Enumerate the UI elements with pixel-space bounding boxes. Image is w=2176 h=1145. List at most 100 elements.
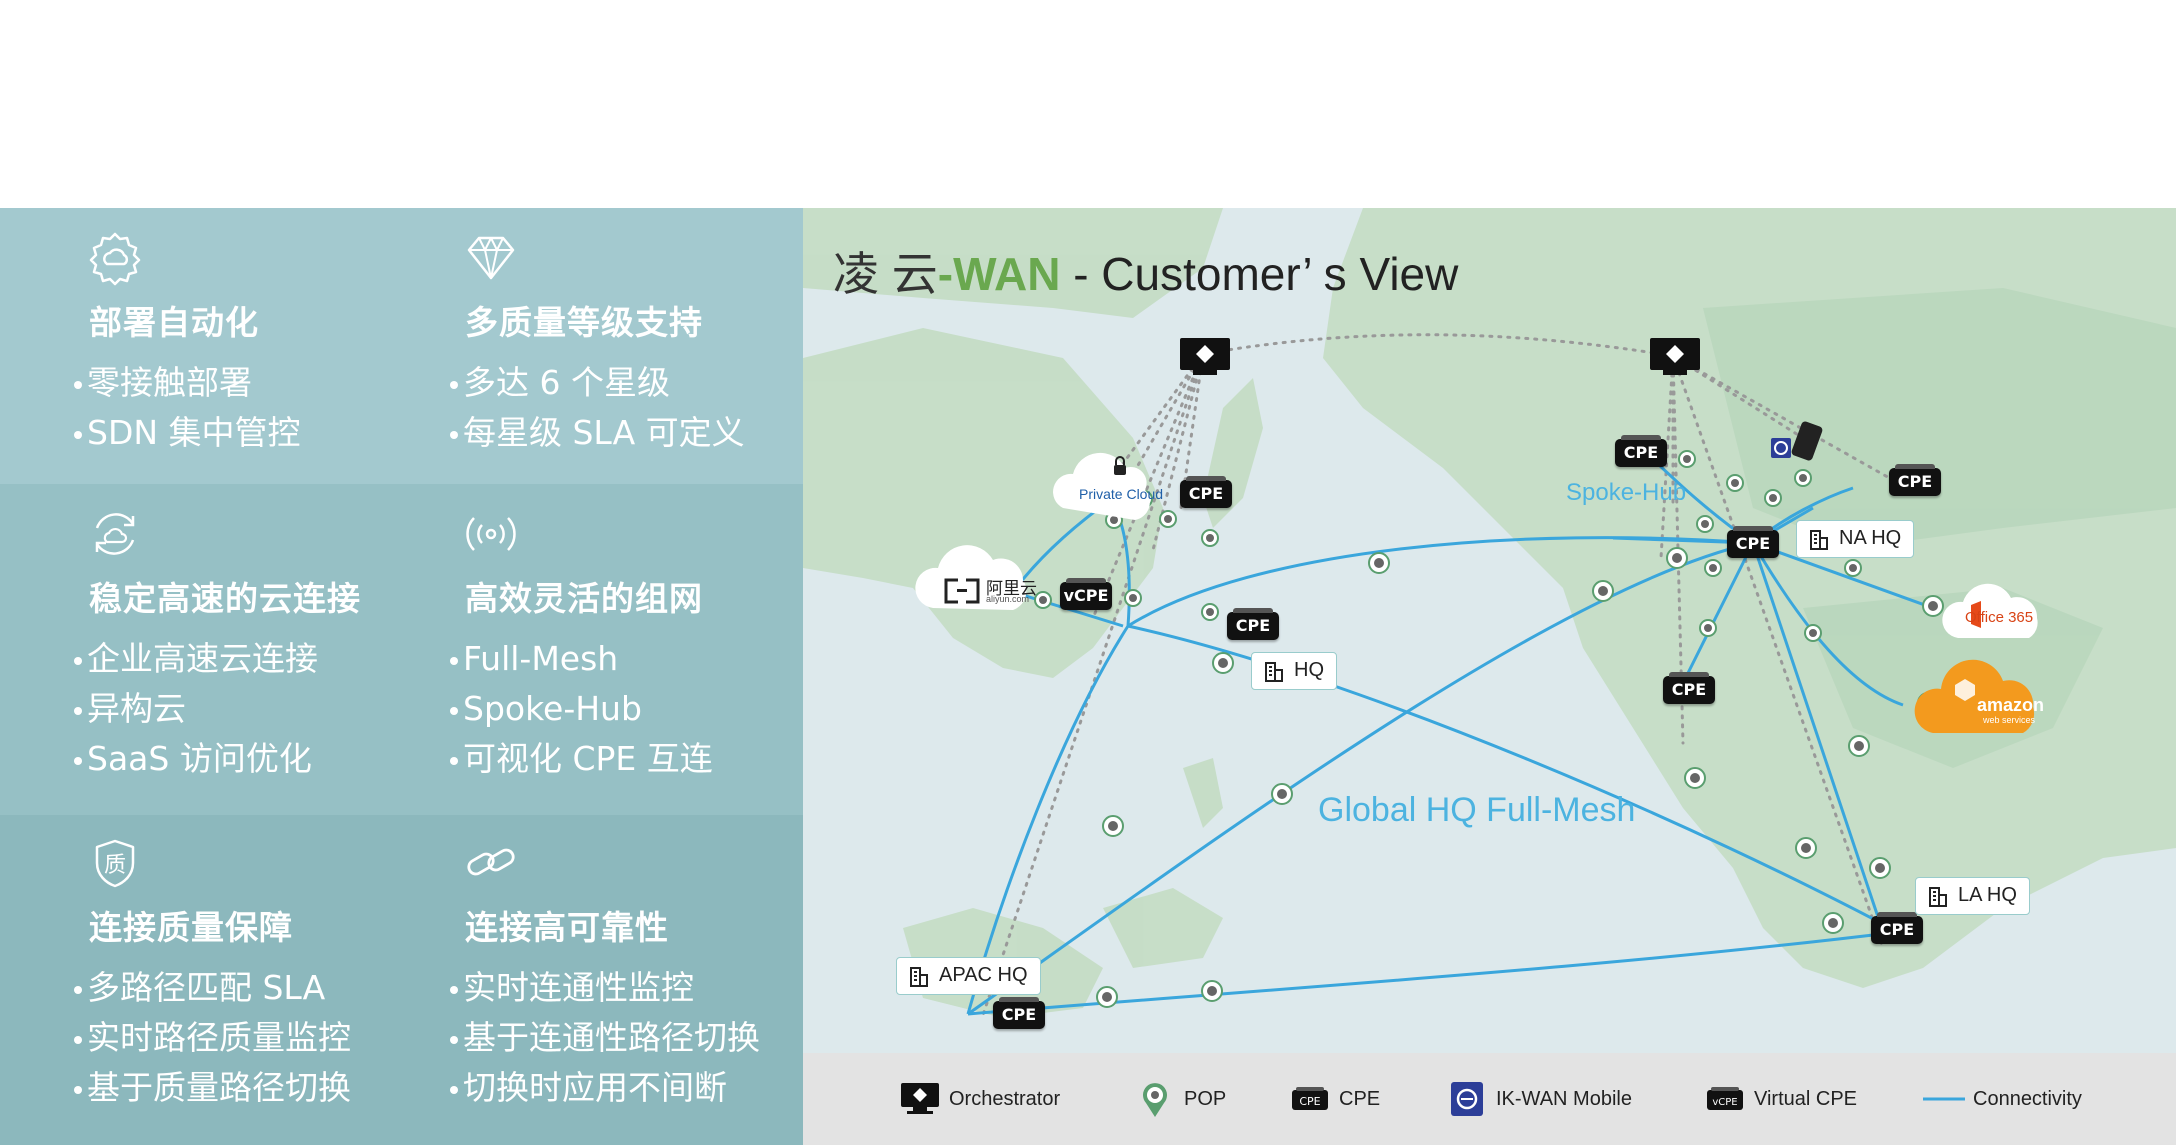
feature-bullet: SaaS 访问优化 bbox=[53, 734, 361, 784]
cpe-node[interactable]: CPE bbox=[1180, 476, 1232, 508]
la-hq-tag: LA HQ bbox=[1915, 877, 2030, 915]
cpe-node[interactable]: CPE bbox=[993, 997, 1045, 1029]
feature-bullet: Spoke-Hub bbox=[429, 684, 713, 734]
hq-tag: HQ bbox=[1251, 652, 1337, 690]
na-hq-tag: NA HQ bbox=[1796, 520, 1915, 558]
legend-cpe-label: CPE bbox=[1339, 1087, 1381, 1110]
legend-connectivity: Connectivity bbox=[1923, 1079, 2082, 1119]
legend-pop-label: POP bbox=[1184, 1087, 1227, 1110]
legend-vcpe-label: Virtual CPE bbox=[1754, 1087, 1858, 1110]
map-title-wan: -WAN bbox=[937, 248, 1061, 300]
office365-label: Office 365 bbox=[1965, 609, 2034, 626]
na-hq-tag-label: NA HQ bbox=[1839, 527, 1902, 549]
cloud-sync-icon bbox=[95, 513, 135, 555]
feature-bullets: 多达 6 个星级 每星级 SLA 可定义 bbox=[449, 358, 745, 458]
ikwan-mobile-device bbox=[1771, 421, 1823, 461]
aliyun-sub-label: aliyun.com bbox=[986, 594, 1030, 604]
private-cloud-label: Private Cloud bbox=[1079, 486, 1164, 502]
cpe-node[interactable]: CPE bbox=[1227, 608, 1279, 640]
gear-cloud-icon bbox=[89, 232, 141, 286]
aws-bubble bbox=[1914, 659, 2035, 733]
feature-panel: 部署自动化 零接触部署 SDN 集中管控 多质量等级支持 多达 6 个星级 每星… bbox=[0, 208, 803, 1145]
feature-title: 连接高可靠性 bbox=[465, 908, 669, 947]
feature-bullets: 零接触部署 SDN 集中管控 bbox=[73, 358, 301, 458]
feature-title: 部署自动化 bbox=[89, 303, 259, 342]
spoke-hub-label: Spoke-Hub bbox=[1566, 479, 1687, 506]
broadcast-icon bbox=[466, 517, 516, 551]
link-icon bbox=[467, 848, 515, 876]
apac-hq-tag-label: APAC HQ bbox=[939, 964, 1028, 986]
building-icon bbox=[1929, 887, 1947, 907]
feature-title: 多质量等级支持 bbox=[465, 303, 703, 342]
pop-icon bbox=[1143, 1083, 1167, 1117]
cpe-node[interactable]: CPE bbox=[1663, 672, 1715, 704]
feature-band-2 bbox=[0, 484, 803, 815]
legend-orchestrator-label: Orchestrator bbox=[949, 1087, 1061, 1110]
full-mesh-label: Global HQ Full-Mesh bbox=[1318, 791, 1636, 829]
office365-bubble bbox=[1942, 583, 2038, 638]
map-title-brand: 凌 云 bbox=[833, 248, 938, 300]
feature-deploy: 部署自动化 零接触部署 SDN 集中管控 bbox=[73, 230, 301, 458]
legend-bar: Orchestrator POP CPE CPE IK-WA bbox=[803, 1053, 2176, 1145]
cpe-node[interactable]: CPE bbox=[1615, 435, 1667, 467]
aliyun-bubble bbox=[915, 545, 1027, 610]
orchestrator-node bbox=[1650, 338, 1700, 375]
vcpe-node[interactable]: vCPE bbox=[1060, 578, 1112, 610]
feature-bullet: 企业高速云连接 bbox=[53, 634, 361, 684]
feature-band-3 bbox=[0, 815, 803, 1145]
svg-text:CPE: CPE bbox=[1299, 1095, 1320, 1108]
amazon-label: amazon bbox=[1977, 695, 2045, 715]
aliyun-label: 阿里云 bbox=[986, 579, 1037, 598]
map-title: 凌 云-WAN - Customer’ s View bbox=[833, 238, 1458, 304]
orchestrator-node bbox=[1180, 338, 1230, 375]
cpe-node[interactable]: CPE bbox=[1889, 464, 1941, 496]
map-title-view: - Customer’ s View bbox=[1060, 248, 1459, 300]
feature-bullet: 可视化 CPE 互连 bbox=[429, 734, 713, 784]
legend-vcpe: vCPE Virtual CPE bbox=[1704, 1079, 1857, 1119]
legend-mobile-label: IK-WAN Mobile bbox=[1496, 1087, 1632, 1110]
cpe-node[interactable]: CPE bbox=[1871, 912, 1923, 944]
svg-text:质: 质 bbox=[104, 853, 126, 878]
feature-bullet: Full-Mesh bbox=[429, 634, 713, 684]
legend-pop: POP bbox=[1134, 1079, 1226, 1119]
svg-text:vCPE: vCPE bbox=[1712, 1097, 1737, 1108]
feature-bullet: 每星级 SLA 可定义 bbox=[429, 408, 745, 458]
legend-orchestrator: Orchestrator bbox=[899, 1079, 1060, 1119]
feature-bullets: 实时连通性监控 基于连通性路径切换 切换时应用不间断 bbox=[450, 963, 760, 1113]
building-icon bbox=[1265, 662, 1283, 682]
private-cloud-bubble bbox=[1053, 452, 1150, 520]
feature-quality-level: 多质量等级支持 多达 6 个星级 每星级 SLA 可定义 bbox=[449, 230, 745, 458]
amazon-sub-label: web services bbox=[1983, 715, 2036, 725]
feature-bullets: 企业高速云连接 异构云 SaaS 访问优化 bbox=[74, 634, 361, 784]
apac-hq-tag: APAC HQ bbox=[896, 957, 1041, 995]
feature-bullet: 零接触部署 bbox=[53, 358, 301, 408]
legend-connectivity-label: Connectivity bbox=[1973, 1087, 2082, 1110]
vcpe-icon: vCPE bbox=[1707, 1087, 1743, 1110]
feature-bullet: 切换时应用不间断 bbox=[429, 1063, 760, 1113]
legend-mobile: IK-WAN Mobile bbox=[1446, 1079, 1632, 1119]
mobile-icon bbox=[1451, 1082, 1483, 1116]
feature-reliability: 连接高可靠性 实时连通性监控 基于连通性路径切换 切换时应用不间断 bbox=[450, 835, 760, 1113]
feature-title: 连接质量保障 bbox=[89, 908, 293, 947]
feature-bullet: 多达 6 个星级 bbox=[429, 358, 745, 408]
feature-networking: 高效灵活的组网 Full-Mesh Spoke-Hub 可视化 CPE 互连 bbox=[449, 506, 713, 784]
diamond-icon bbox=[467, 236, 515, 280]
feature-bullets: 多路径匹配 SLA 实时路径质量监控 基于质量路径切换 bbox=[74, 963, 351, 1113]
connectivity-line-icon bbox=[1923, 1097, 1965, 1101]
building-icon bbox=[1810, 530, 1828, 550]
feature-bullet: 实时连通性监控 bbox=[429, 963, 760, 1013]
cpe-icon: CPE bbox=[1292, 1087, 1328, 1110]
feature-title: 高效灵活的组网 bbox=[465, 579, 703, 618]
cpe-node[interactable]: CPE bbox=[1727, 526, 1779, 558]
orchestrator-icon bbox=[901, 1083, 939, 1114]
legend-cpe: CPE CPE bbox=[1289, 1079, 1380, 1119]
building-icon bbox=[910, 967, 928, 987]
hq-tag-label: HQ bbox=[1294, 659, 1324, 681]
network-map: 凌 云-WAN - Customer’ s View Spoke-Hub Glo… bbox=[803, 208, 2176, 1145]
feature-bullet: 多路径匹配 SLA bbox=[53, 963, 351, 1013]
quality-shield-icon: 质 bbox=[95, 839, 135, 888]
feature-cloud-connect: 稳定高速的云连接 企业高速云连接 异构云 SaaS 访问优化 bbox=[74, 506, 361, 784]
feature-bullet: 实时路径质量监控 bbox=[53, 1013, 351, 1063]
feature-bullets: Full-Mesh Spoke-Hub 可视化 CPE 互连 bbox=[449, 634, 713, 784]
feature-bullet: 异构云 bbox=[53, 684, 361, 734]
